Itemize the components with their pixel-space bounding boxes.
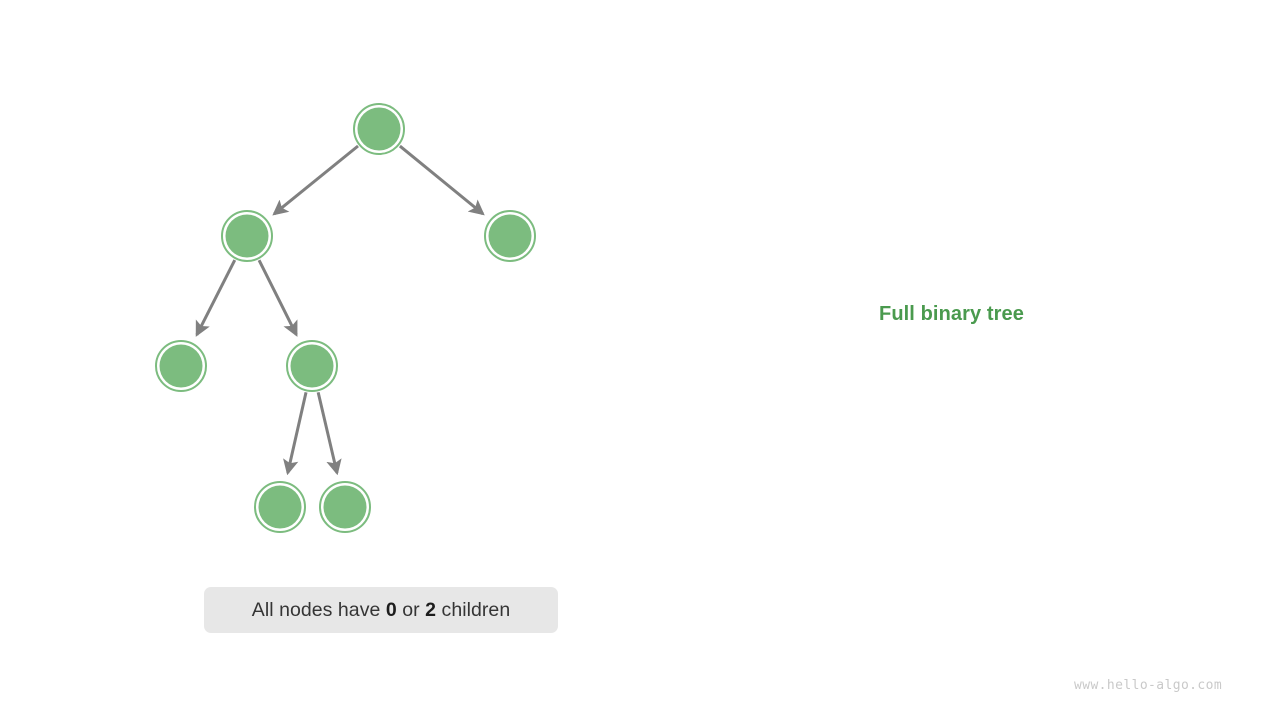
- tree-node: [155, 340, 207, 392]
- node-fill: [225, 214, 269, 258]
- caption-text: All nodes have 0 or 2 children: [252, 599, 510, 622]
- node-fill: [290, 344, 334, 388]
- tree-edge: [272, 144, 359, 216]
- node-outer-ring: [221, 210, 273, 262]
- tree-edge: [316, 391, 342, 476]
- caption-badge: All nodes have 0 or 2 children: [204, 587, 558, 633]
- watermark: www.hello-algo.com: [1074, 678, 1223, 693]
- caption-bold-zero: 0: [385, 598, 397, 621]
- tree-node: [353, 103, 405, 155]
- caption-middle: or: [396, 598, 426, 621]
- caption-prefix: All nodes have: [251, 598, 386, 621]
- node-outer-ring: [155, 340, 207, 392]
- node-outer-ring: [484, 210, 536, 262]
- tree-nodes: [155, 103, 536, 533]
- page-title: Full binary tree: [879, 303, 1024, 325]
- tree-node: [221, 210, 273, 262]
- node-fill: [488, 214, 532, 258]
- caption-suffix: children: [436, 598, 511, 621]
- tree-edges: [195, 144, 485, 476]
- tree-edge: [195, 259, 237, 337]
- tree-node: [319, 481, 371, 533]
- tree-edge: [257, 259, 298, 337]
- tree-node: [286, 340, 338, 392]
- tree-edge: [398, 144, 485, 216]
- tree-node: [484, 210, 536, 262]
- node-fill: [323, 485, 367, 529]
- node-outer-ring: [319, 481, 371, 533]
- node-fill: [159, 344, 203, 388]
- node-fill: [357, 107, 401, 151]
- node-fill: [258, 485, 302, 529]
- node-outer-ring: [286, 340, 338, 392]
- tree-edge: [283, 391, 308, 476]
- tree-node: [254, 481, 306, 533]
- caption-bold-two: 2: [425, 598, 437, 621]
- node-outer-ring: [254, 481, 306, 533]
- node-outer-ring: [353, 103, 405, 155]
